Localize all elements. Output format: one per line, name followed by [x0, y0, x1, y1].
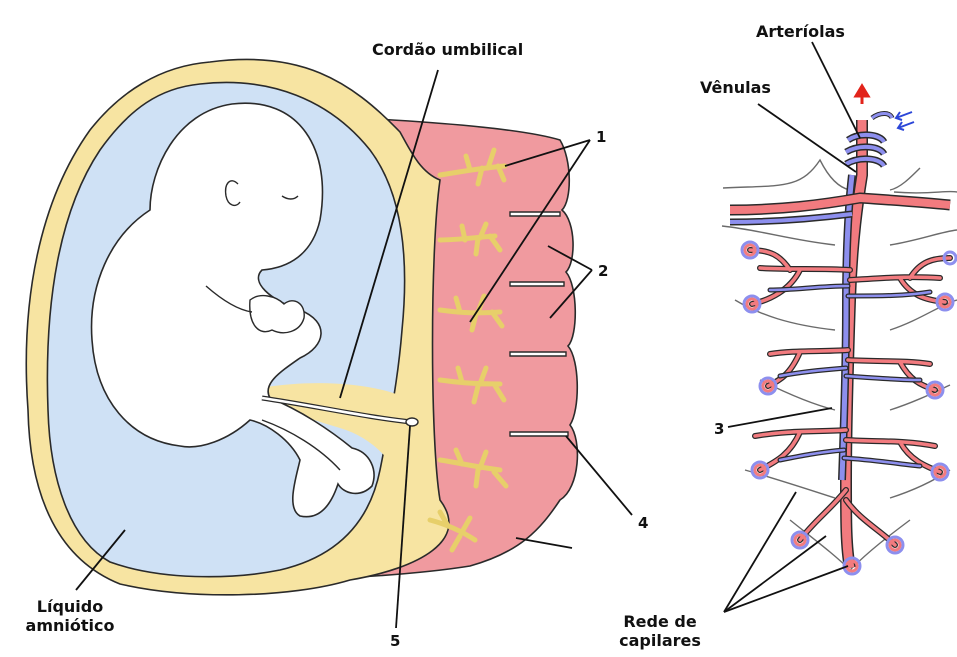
label-number-2: 2	[598, 262, 608, 281]
arrow-up-red	[856, 86, 868, 104]
label-capillary-line2: capilares	[600, 631, 720, 650]
label-number-4: 4	[638, 514, 648, 533]
label-amniotic-fluid-line2: amniótico	[20, 616, 120, 635]
label-venules: Vênulas	[700, 78, 771, 97]
cord-insertion	[406, 418, 418, 426]
label-arterioles: Arteríolas	[756, 22, 845, 41]
arrows-blue	[896, 112, 914, 130]
fetus-placenta-illustration	[26, 59, 632, 628]
fetus-hands	[250, 296, 304, 333]
arteriole-coils	[846, 114, 892, 167]
label-number-3: 3	[714, 420, 724, 439]
label-number-1: 1	[596, 128, 606, 147]
label-capillary-line1: Rede de	[600, 612, 720, 631]
label-amniotic-fluid-line1: Líquido	[24, 597, 116, 616]
label-umbilical-cord: Cordão umbilical	[372, 40, 523, 59]
leader-lines-right	[724, 42, 860, 612]
label-number-5: 5	[390, 632, 400, 651]
villus-vascular-tree	[722, 42, 957, 612]
